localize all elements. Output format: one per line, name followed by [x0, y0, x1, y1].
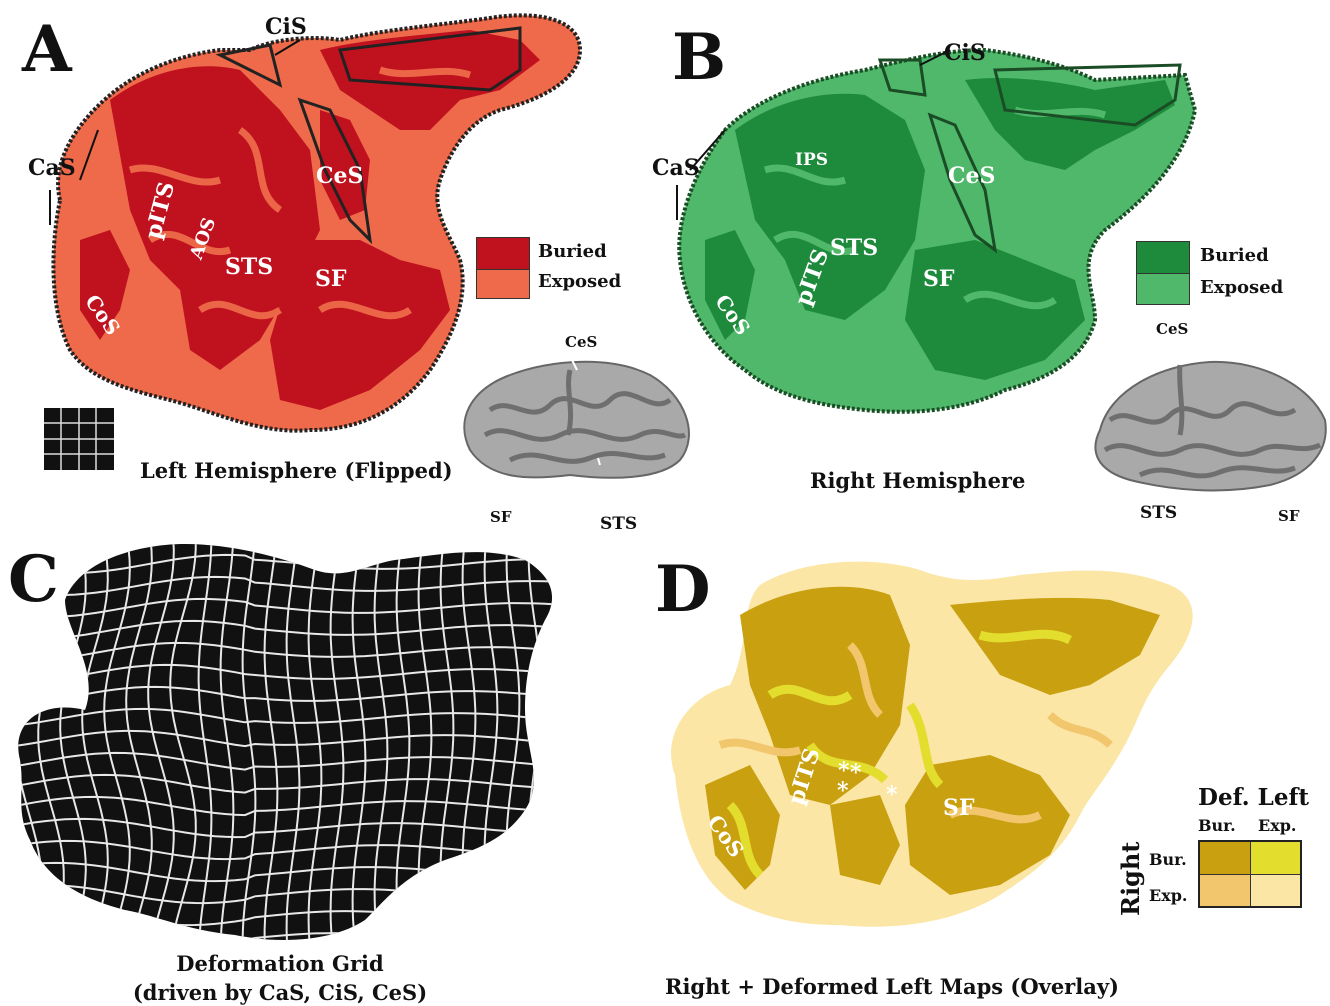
legend-b-exposed-label: Exposed: [1200, 277, 1283, 298]
legend-d-exp-exp-swatch: [1251, 875, 1300, 906]
label-a-sts: STS: [225, 254, 273, 280]
caption-b: Right Hemisphere: [810, 468, 1025, 493]
legend-d-bur-bur-swatch: [1200, 842, 1251, 875]
legend-d-row-bur: Bur.: [1149, 850, 1187, 869]
caption-c-line2: (driven by CaS, CiS, CeS): [0, 980, 560, 1005]
legend-d-matrix: [1198, 840, 1302, 908]
caption-a: Left Hemisphere (Flipped): [140, 458, 453, 483]
grid-line-vertical: [573, 540, 585, 950]
legend-d-col-bur: Bur.: [1198, 816, 1236, 835]
legend-d-exp-bur-swatch: [1200, 875, 1251, 906]
grid-line-vertical: [5, 540, 20, 950]
legend-d-col-exp: Exp.: [1258, 816, 1297, 835]
legend-d-bur-exp-swatch: [1251, 842, 1300, 875]
label-a-sf: SF: [315, 266, 347, 292]
label-b-sts: STS: [830, 235, 878, 261]
label-a-cis: CiS: [265, 14, 307, 40]
caption-c-line1: Deformation Grid: [0, 951, 560, 976]
legend-b-buried-swatch: [1136, 241, 1190, 275]
star-4: *: [886, 782, 898, 808]
inset-b-ces-label: CeS: [1156, 320, 1188, 338]
legend-a-exposed-label: Exposed: [538, 271, 621, 292]
inset-a-sf-label: SF: [490, 508, 511, 526]
legend-d-row-exp: Exp.: [1149, 886, 1188, 905]
deformation-grid: [5, 540, 585, 950]
legend-a-exposed-swatch: [476, 269, 530, 299]
inset-a-sts-label: STS: [600, 514, 637, 534]
label-a-cas: CaS: [28, 155, 76, 181]
legend-a-buried-swatch: [476, 237, 530, 271]
inset-b-sts-label: STS: [1140, 503, 1177, 523]
brain-inset-b: [1080, 350, 1330, 500]
label-b-ces: CeS: [948, 163, 995, 189]
legend-a-buried-label: Buried: [538, 241, 607, 262]
grid-line-horizontal: [5, 540, 585, 551]
brain-inset-a: [450, 340, 700, 500]
label-d-sf: SF: [943, 795, 975, 821]
legend-d-row-title: Right: [1116, 842, 1145, 916]
label-b-ips: IPS: [795, 150, 828, 170]
inset-a-ces-label: CeS: [565, 333, 597, 351]
label-b-cas: CaS: [652, 155, 700, 181]
legend-d-title: Def. Left: [1198, 784, 1309, 811]
star-2: *: [850, 760, 862, 786]
legend-b-exposed-swatch: [1136, 273, 1190, 305]
label-b-sf: SF: [923, 266, 955, 292]
legend-b-buried-label: Buried: [1200, 245, 1269, 266]
inset-b-sf-label: SF: [1278, 507, 1299, 525]
grid-icon: [44, 408, 114, 470]
grid-line-vertical: [551, 540, 564, 950]
label-b-cis: CiS: [944, 40, 986, 66]
caption-d: Right + Deformed Left Maps (Overlay): [665, 974, 1119, 999]
star-3: *: [837, 778, 849, 804]
label-a-ces: CeS: [316, 163, 363, 189]
